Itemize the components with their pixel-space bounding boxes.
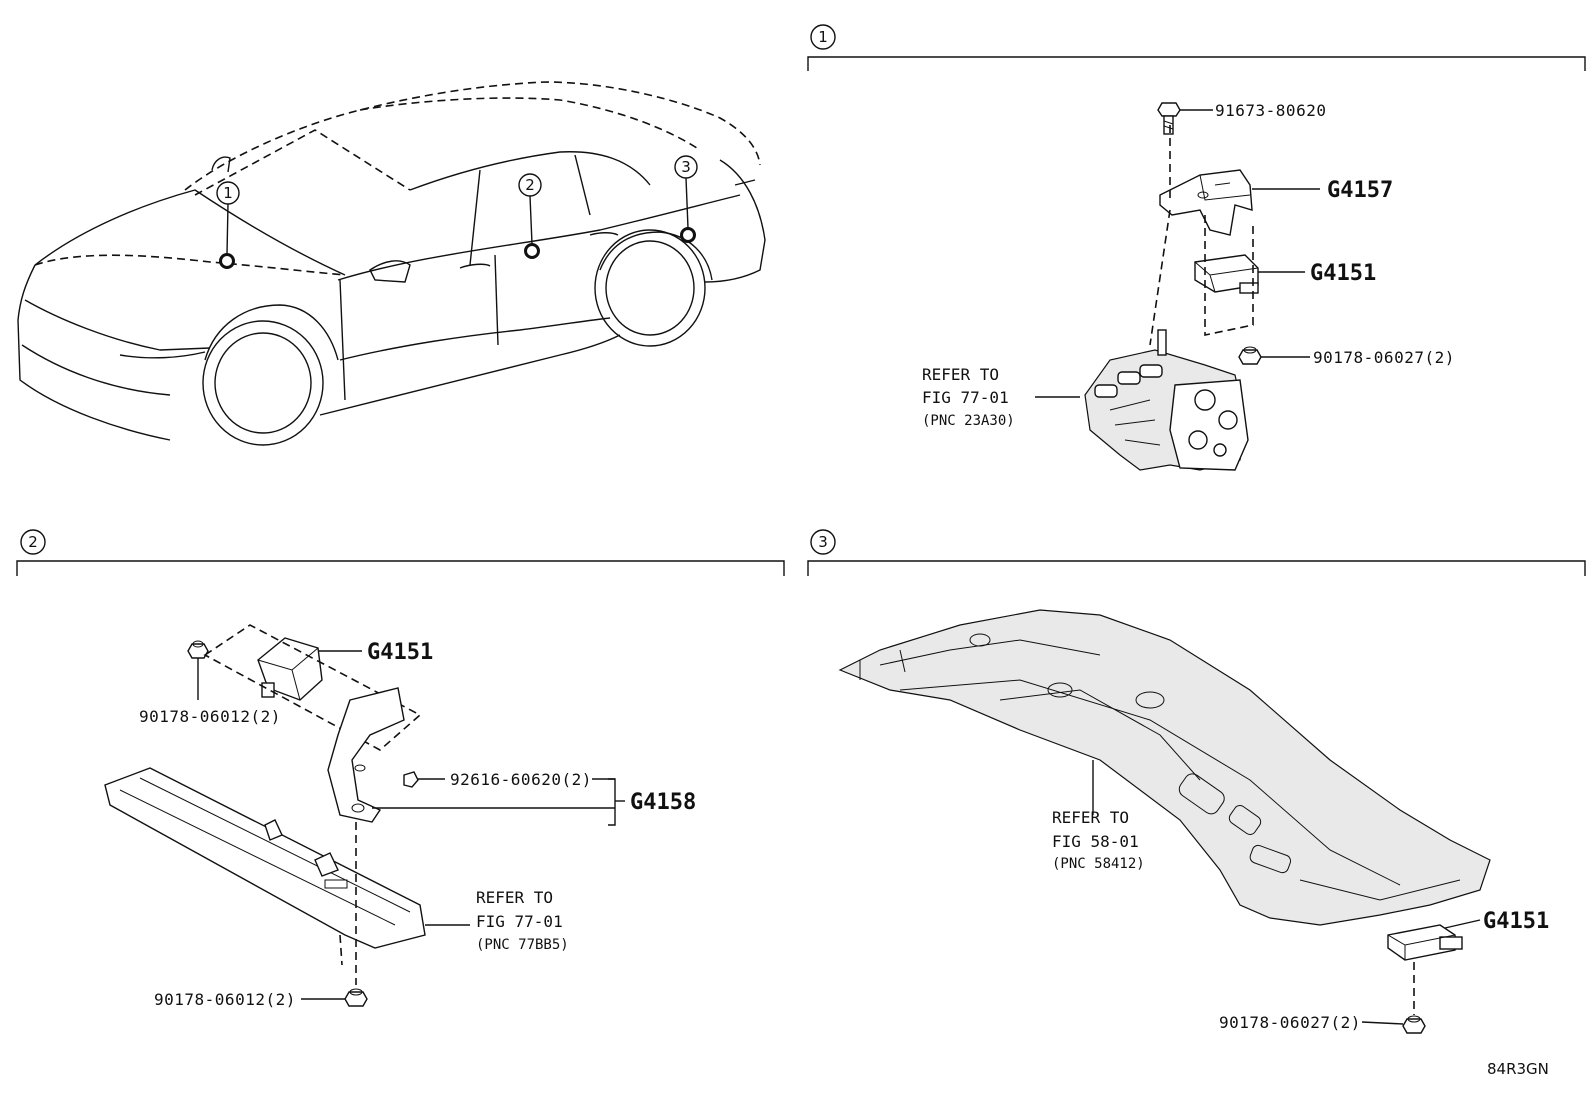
- section-1-number: 1: [818, 28, 828, 46]
- section-1-marker: [810, 24, 836, 50]
- bolt-icon[interactable]: [1157, 102, 1181, 135]
- part-number-nut-top[interactable]: 90178-06012(2): [139, 707, 281, 726]
- bolt-icon[interactable]: [403, 771, 419, 788]
- section-1-bracket: [807, 56, 1586, 71]
- part-number-bolt[interactable]: 91673-80620: [1215, 101, 1326, 120]
- part-code-bracket[interactable]: G4158: [630, 790, 696, 815]
- part-number-nut[interactable]: 90178-06027(2): [1313, 348, 1455, 367]
- section-2-bracket: [16, 560, 785, 576]
- refer-line-2[interactable]: FIG 58-01: [1052, 832, 1139, 851]
- refer-line-1: REFER TO: [922, 365, 999, 384]
- refer-pnc: (PNC 77BB5): [476, 937, 569, 953]
- callout-3[interactable]: 3: [674, 155, 698, 243]
- nut-icon[interactable]: [344, 988, 368, 1007]
- sensor-icon[interactable]: [1194, 254, 1259, 294]
- nut-icon[interactable]: [1402, 1015, 1426, 1034]
- part-code-bracket[interactable]: G4157: [1327, 178, 1393, 203]
- figure-id: 84R3GN: [1487, 1060, 1549, 1078]
- refer-line-2[interactable]: FIG 77-01: [476, 912, 563, 931]
- refer-line-1: REFER TO: [1052, 808, 1129, 827]
- bracket-icon[interactable]: [1159, 169, 1253, 236]
- sensor-icon[interactable]: [1387, 924, 1463, 961]
- section-1: 1 91673-80620 G4157 G4151: [807, 24, 1586, 471]
- part-number-bolt[interactable]: 92616-60620(2): [450, 770, 592, 789]
- part-number-nut-bottom[interactable]: 90178-06012(2): [154, 990, 296, 1009]
- part-code-sensor[interactable]: G4151: [1483, 909, 1549, 934]
- part-code-sensor[interactable]: G4151: [367, 640, 433, 665]
- section-2-marker: [20, 529, 46, 555]
- svg-text:3: 3: [681, 158, 691, 176]
- svg-text:2: 2: [525, 176, 535, 194]
- valve-assembly-illustration: [1084, 329, 1249, 471]
- sensor-icon[interactable]: [257, 637, 323, 701]
- part-code-sensor[interactable]: G4151: [1310, 261, 1376, 286]
- member-illustration: [104, 767, 426, 949]
- section-2: 2 90178-06012(2) G4151 92: [16, 529, 785, 1009]
- nut-icon[interactable]: [1238, 346, 1262, 365]
- refer-pnc: (PNC 23A30): [922, 413, 1015, 429]
- bracket-icon[interactable]: [327, 687, 405, 823]
- section-3: 3 REFER TO FIG 58-01 (PNC 58412) G4151: [807, 529, 1586, 1034]
- section-3-number: 3: [818, 533, 828, 551]
- refer-line-2[interactable]: FIG 77-01: [922, 388, 1009, 407]
- callout-2[interactable]: 2: [518, 173, 542, 259]
- section-2-number: 2: [28, 533, 38, 551]
- nut-icon[interactable]: [187, 640, 209, 659]
- refer-line-1: REFER TO: [476, 888, 553, 907]
- refer-pnc: (PNC 58412): [1052, 856, 1145, 872]
- svg-text:1: 1: [223, 184, 233, 202]
- section-3-bracket: [807, 560, 1586, 576]
- car-illustration: [17, 81, 766, 446]
- callout-1[interactable]: 1: [216, 181, 240, 269]
- floor-panel-illustration: [838, 609, 1491, 926]
- section-3-marker: [810, 529, 836, 555]
- part-number-nut[interactable]: 90178-06027(2): [1219, 1013, 1361, 1032]
